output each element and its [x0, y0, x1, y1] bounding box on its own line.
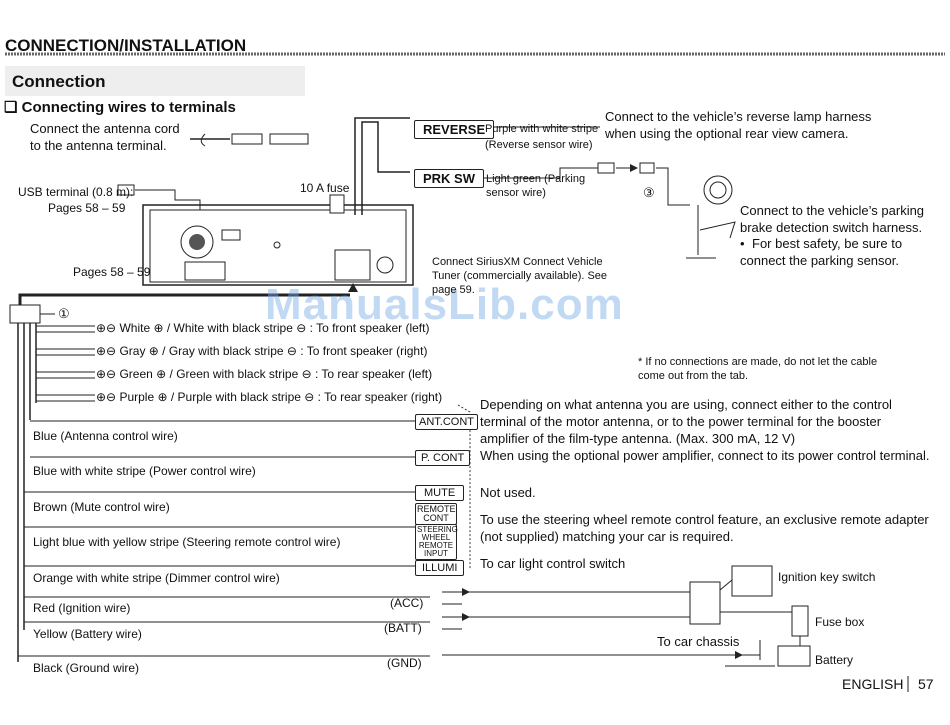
plus-minus-icon: ⊕⊖ — [96, 321, 117, 335]
footnote-mark: * — [638, 356, 643, 368]
wire-label-pcont: Blue with white stripe (Power control wi… — [33, 464, 256, 478]
wire-label-ground: Black (Ground wire) — [33, 661, 140, 675]
desc-steering: To use the steering wheel remote control… — [480, 512, 929, 544]
pages-label: Pages 58 – 59 — [73, 265, 151, 279]
prk-bullet-text: For best safety, be sure to connect the … — [740, 236, 903, 268]
speaker-rear-left: ⊕⊖ Green ⊕ / Green with black stripe ⊖ :… — [96, 367, 433, 381]
reverse-note: Connect to the vehicle’s reverse lamp ha… — [605, 109, 872, 141]
tag-mute: MUTE — [415, 485, 465, 501]
antenna-note: Connect the antenna cord to the antenna … — [30, 121, 180, 153]
tag-remote-cont: REMOTE CONT — [415, 503, 457, 525]
tag-p-cont: P. CONT — [415, 450, 471, 466]
page-title: Connection — [12, 72, 106, 91]
usb-label: USB terminal (0.8 m): — [18, 185, 134, 199]
page-number: 57 — [918, 676, 934, 692]
circle-3: ③ — [643, 185, 655, 200]
checkbox-bullet-icon: ❏ — [4, 99, 18, 116]
reverse-wire: Purple with white stripe — [485, 123, 599, 135]
plus-minus-icon: ⊕⊖ — [96, 344, 117, 358]
speaker-rear-right: ⊕⊖ Purple ⊕ / Purple with black stripe ⊖… — [96, 390, 443, 404]
wire-label-steering: Light blue with yellow stripe (Steering … — [33, 535, 341, 549]
footnote-text: If no connections are made, do not let t… — [638, 356, 878, 382]
desc-ant: Depending on what antenna you are using,… — [480, 397, 892, 446]
section-title: CONNECTION/INSTALLATION — [5, 36, 247, 55]
desc-mute: Not used. — [480, 485, 536, 500]
wire-label-ignition: Red (Ignition wire) — [33, 601, 131, 615]
battery-label: Battery — [815, 653, 854, 667]
wire-label-mute: Brown (Mute control wire) — [33, 500, 170, 514]
wire-label-battery: Yellow (Battery wire) — [33, 627, 142, 641]
tag-steering-input: STEERING WHEEL REMOTE INPUT — [415, 524, 458, 560]
tag-ant-cont: ANT.CONT — [415, 414, 478, 430]
bullet-title: Connecting wires to terminals — [21, 99, 236, 116]
prk-bullet: •For best safety, be sure to connect the… — [740, 235, 930, 269]
usb-pages: Pages 58 – 59 — [48, 201, 126, 215]
plus-minus-icon: ⊕⊖ — [96, 390, 117, 404]
bullet-dot-icon: • — [740, 236, 745, 251]
tag-batt: (BATT) — [384, 621, 422, 635]
desc-pcont: When using the optional power amplifier,… — [480, 448, 930, 463]
wire-label-illumi: Orange with white stripe (Dimmer control… — [33, 571, 280, 585]
prk-wire: Light green (Parking sensor wire) — [486, 173, 586, 199]
prk-note: Connect to the vehicle’s parking brake d… — [740, 203, 925, 235]
speaker-front-left: ⊕⊖ White ⊕ / White with black stripe ⊖ :… — [96, 321, 430, 335]
reverse-wire-note: (Reverse sensor wire) — [485, 139, 593, 151]
circle-1: ① — [58, 306, 70, 321]
tag-acc: (ACC) — [390, 596, 424, 610]
ignition-label: Ignition key switch — [778, 570, 876, 584]
speaker-front-right: ⊕⊖ Gray ⊕ / Gray with black stripe ⊖ : T… — [96, 344, 428, 358]
footer-language: ENGLISH — [842, 676, 904, 692]
sirius-note: Connect SiriusXM Connect Vehicle Tuner (… — [432, 256, 608, 296]
bullet-title-row: ❏ Connecting wires to terminals — [4, 98, 236, 116]
prk-tag: PRK SW — [414, 169, 484, 188]
watermark: ManualsLib.com — [265, 280, 624, 329]
chassis-label: To car chassis — [657, 634, 740, 649]
wire-label-ant: Blue (Antenna control wire) — [33, 429, 178, 443]
fusebox-label: Fuse box — [815, 615, 865, 629]
desc-illumi: To car light control switch — [480, 556, 626, 571]
tag-gnd: (GND) — [387, 656, 422, 670]
footnote: * If no connections are made, do not let… — [638, 355, 898, 383]
fuse-label: 10 A fuse — [300, 181, 350, 195]
plus-minus-icon: ⊕⊖ — [96, 367, 117, 381]
tag-illumi: ILLUMI — [415, 560, 465, 576]
reverse-tag: REVERSE — [414, 120, 495, 139]
